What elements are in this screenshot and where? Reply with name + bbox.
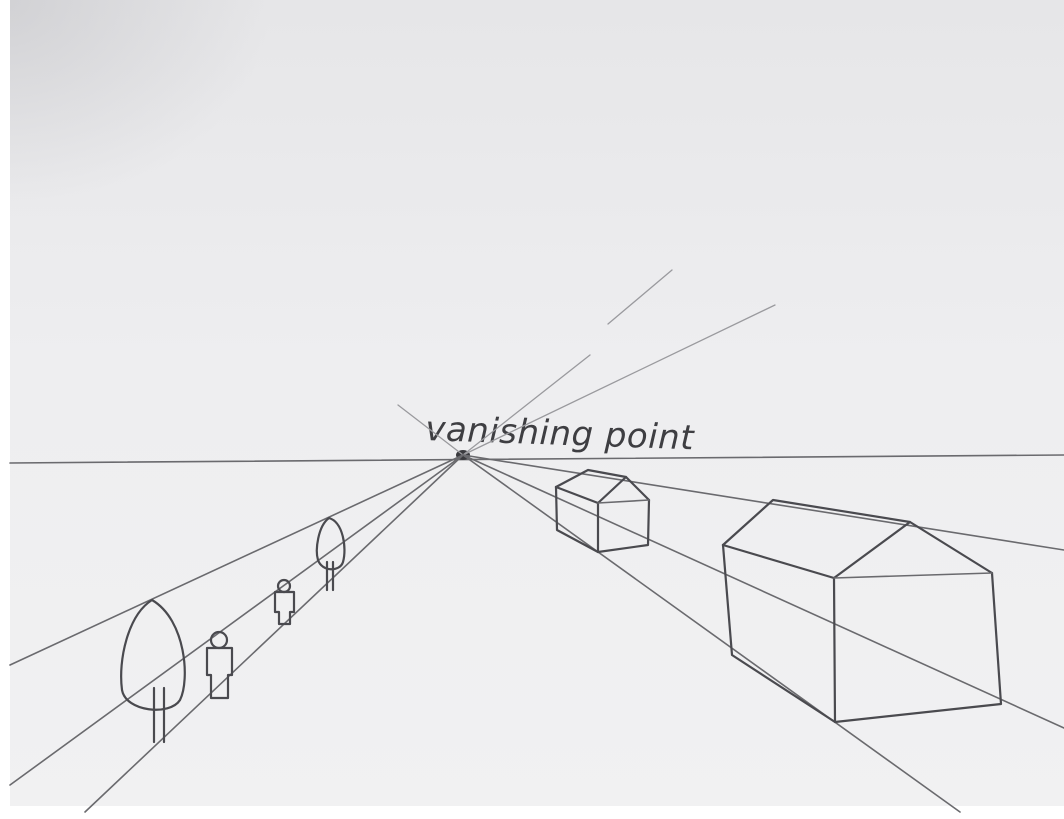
bottom-border	[0, 806, 1064, 819]
orthogonal-line	[84, 454, 464, 813]
figure-small	[273, 578, 296, 626]
orthogonal-line	[462, 454, 961, 813]
orthogonal-line	[462, 454, 1064, 729]
construction-ray	[462, 354, 591, 456]
house-large	[721, 498, 1003, 724]
construction-ray	[397, 404, 464, 456]
orthogonal-line	[9, 454, 464, 786]
orthogonal-line	[462, 454, 1064, 551]
tree-small	[315, 516, 346, 592]
construction-ray	[607, 269, 673, 325]
horizon-line	[9, 454, 1064, 464]
construction-ray	[462, 304, 776, 456]
figure-large	[205, 630, 234, 700]
orthogonal-line	[9, 454, 464, 666]
house-small	[554, 468, 651, 554]
tree-large	[120, 598, 186, 744]
left-border	[0, 0, 10, 819]
